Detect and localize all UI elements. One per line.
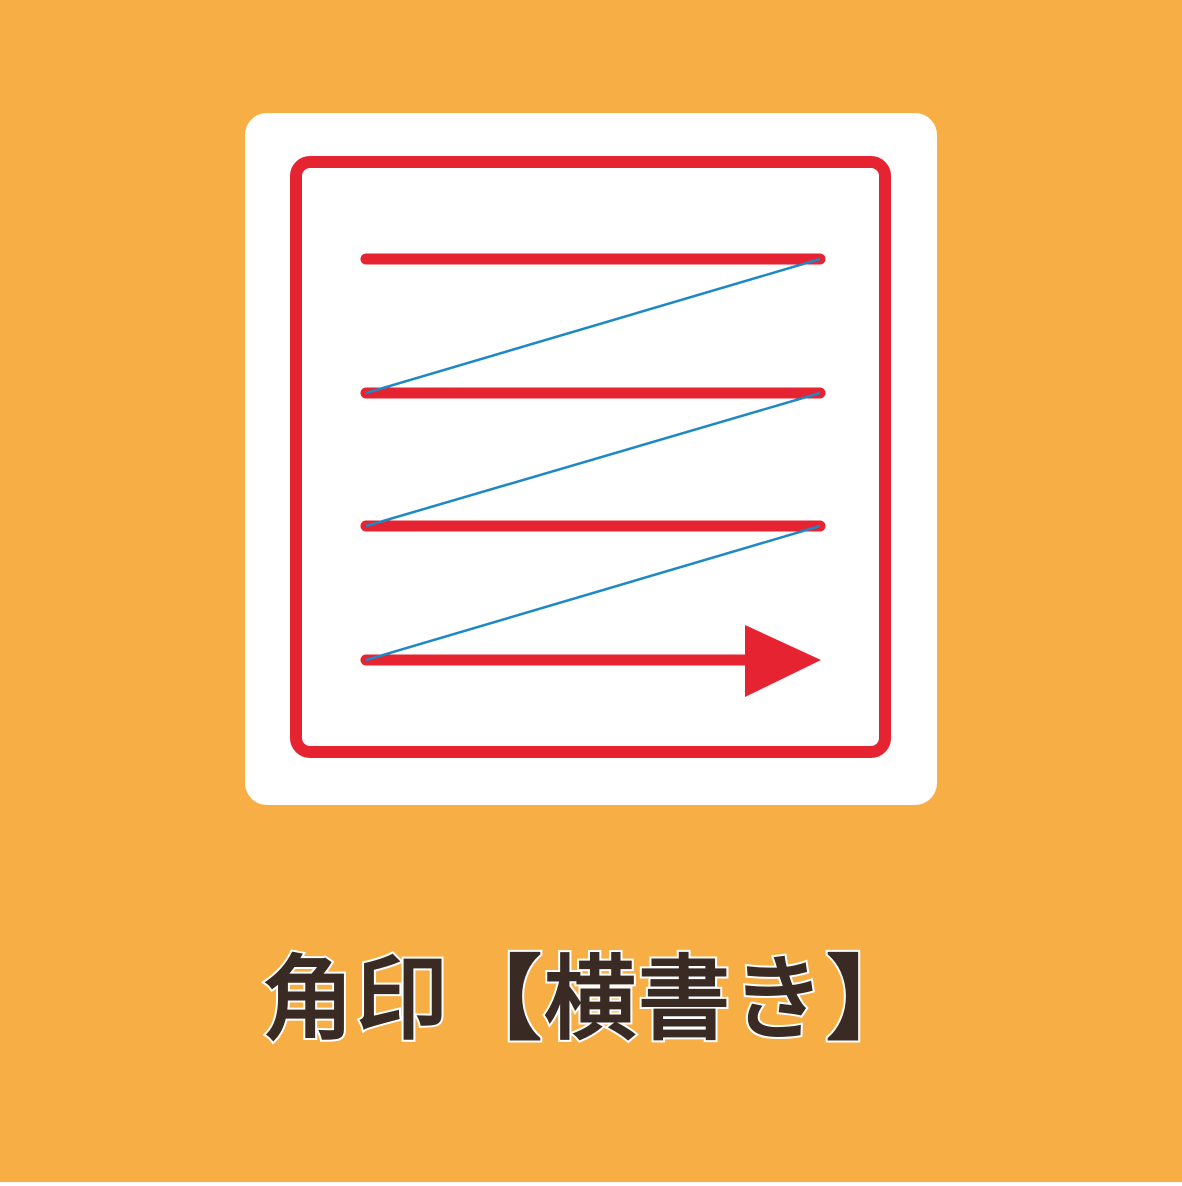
caption-title: 角印【横書き】 [260,944,920,1055]
arrow-right-icon [745,625,821,697]
reading-path-2 [365,391,821,528]
reading-path-1 [365,257,821,395]
reading-path-3 [365,524,821,662]
square-stamp-icon [290,156,891,758]
